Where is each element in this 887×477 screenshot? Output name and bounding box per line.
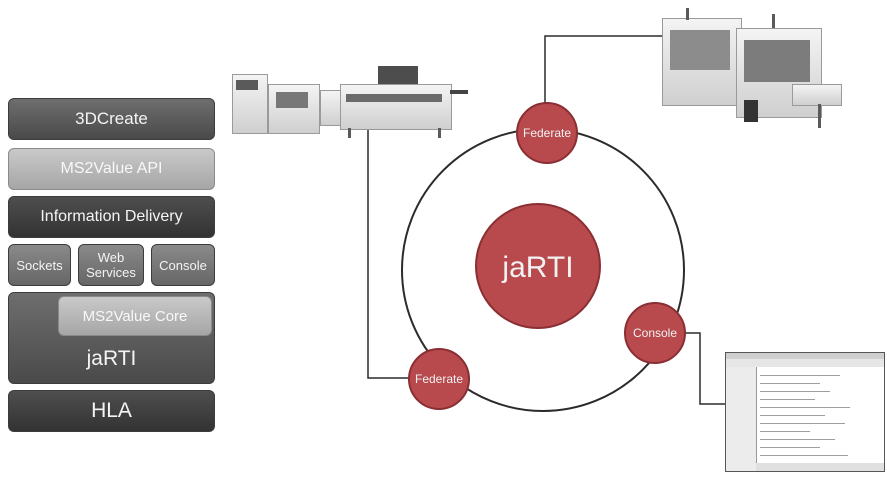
layer-ms2value-api: MS2Value API — [8, 148, 215, 190]
layer-web-services-label-line1: Web — [97, 250, 125, 265]
assembly-line-machine-illustration — [228, 50, 468, 140]
layer-sockets: Sockets — [8, 244, 71, 286]
layer-ms2value-core-label: MS2Value Core — [82, 307, 188, 325]
layer-3dcreate: 3DCreate — [8, 98, 215, 140]
layer-3dcreate-label: 3DCreate — [75, 109, 148, 128]
layer-web-services-label-line2: Services — [86, 265, 136, 280]
connector-line-machine — [367, 127, 415, 379]
node-federate-top — [516, 102, 578, 164]
layer-information-delivery-label: Information Delivery — [40, 208, 183, 225]
layer-ms2value-api-label: MS2Value API — [60, 160, 163, 177]
node-federate-bottom-label: Federate — [415, 372, 463, 386]
node-console — [624, 302, 686, 364]
console-screenshot-illustration — [725, 352, 885, 472]
connector-workcells — [544, 35, 662, 122]
node-federate-top-label: Federate — [523, 126, 571, 140]
layer-console-label: Console — [159, 257, 207, 273]
layer-console: Console — [151, 244, 215, 286]
layer-hla: HLA — [8, 390, 215, 432]
connector-console-window — [678, 332, 725, 405]
node-federate-bottom — [408, 348, 470, 410]
layer-jarti-label: jaRTI — [86, 347, 137, 370]
layer-sockets-label: Sockets — [16, 257, 63, 273]
layer-hla-label: HLA — [91, 399, 132, 422]
layer-information-delivery: Information Delivery — [8, 196, 215, 238]
node-jarti-center-label: jaRTI — [501, 251, 573, 284]
enclosed-workcell-machines-illustration — [652, 4, 842, 132]
layer-web-services: Web Services — [78, 244, 144, 286]
node-console-label: Console — [633, 326, 677, 340]
node-jarti-center — [475, 203, 601, 329]
layer-ms2value-core: MS2Value Core — [58, 296, 212, 336]
